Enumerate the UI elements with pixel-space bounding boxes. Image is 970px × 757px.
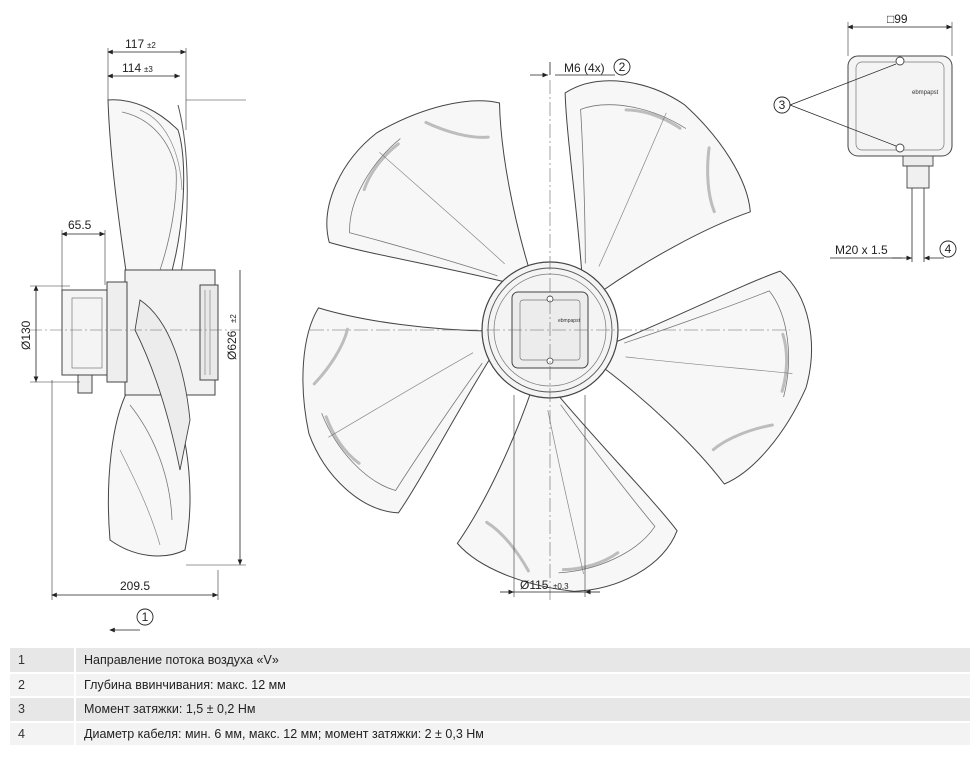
dim-d626: Ø626 <box>225 330 239 360</box>
note-text: Направление потока воздуха «V» <box>74 648 970 674</box>
callout-4 <box>939 240 957 258</box>
dim-d130: Ø130 <box>19 320 33 350</box>
note-number: 4 <box>10 721 75 747</box>
note-text: Глубина ввинчивания: макс. 12 мм <box>74 672 970 698</box>
dim-d115-tol: ±0.3 <box>553 582 569 591</box>
note-number: 2 <box>10 672 75 698</box>
note-text: Момент затяжки: 1,5 ± 0,2 Нм <box>74 697 970 723</box>
dim-114-tol: ±3 <box>144 65 153 74</box>
technical-drawing: 117 ±2 114 ±3 65.5 Ø130 Ø626 ±2 209.5 1 <box>19 12 957 633</box>
table-row: 3 Момент затяжки: 1,5 ± 0,2 Нм <box>10 697 970 723</box>
box-brand: ebmpapst <box>912 90 939 96</box>
front-view: ebmpapst <box>268 44 837 600</box>
callout-3 <box>773 96 791 114</box>
table-row: 4 Диаметр кабеля: мин. 6 мм, макс. 12 мм… <box>10 721 970 747</box>
terminal-box-detail: ebmpapst □99 3 M20 x 1.5 4 <box>773 12 957 262</box>
table-row: 2 Глубина ввинчивания: макс. 12 мм <box>10 672 970 698</box>
dim-117: 117 <box>125 37 144 51</box>
callout-2-label: 2 <box>619 60 626 74</box>
callout-2 <box>613 58 631 76</box>
dim-box-99: □99 <box>887 12 908 26</box>
callout-4-label: 4 <box>945 242 952 256</box>
dim-114: 114 <box>122 61 141 75</box>
side-dimensions: 117 ±2 114 ±3 65.5 Ø130 Ø626 ±2 209.5 1 <box>19 37 246 633</box>
note-number: 1 <box>10 648 75 674</box>
dim-d626-tol: ±2 <box>229 314 238 323</box>
notes-table: 1 Направление потока воздуха «V» 2 Глуби… <box>10 648 970 747</box>
hub-brand: ebmpapst <box>558 318 581 324</box>
callout-1 <box>136 608 154 626</box>
side-view <box>30 99 240 557</box>
front-dimensions: M6 (4x) 2 Ø115 ±0.3 <box>500 58 631 597</box>
thread-m6: M6 (4x) <box>564 61 605 75</box>
dim-117-tol: ±2 <box>147 41 156 50</box>
dim-209-5: 209.5 <box>120 579 150 593</box>
thread-m20: M20 x 1.5 <box>835 243 888 257</box>
dim-d115: Ø115 <box>520 578 549 592</box>
blade <box>450 382 681 597</box>
dim-65-5: 65.5 <box>68 218 92 232</box>
note-number: 3 <box>10 697 75 723</box>
table-row: 1 Направление потока воздуха «V» <box>10 648 970 674</box>
note-text: Диаметр кабеля: мин. 6 мм, макс. 12 мм; … <box>74 721 970 747</box>
callout-3-label: 3 <box>779 98 786 112</box>
callout-1-label: 1 <box>142 610 149 624</box>
